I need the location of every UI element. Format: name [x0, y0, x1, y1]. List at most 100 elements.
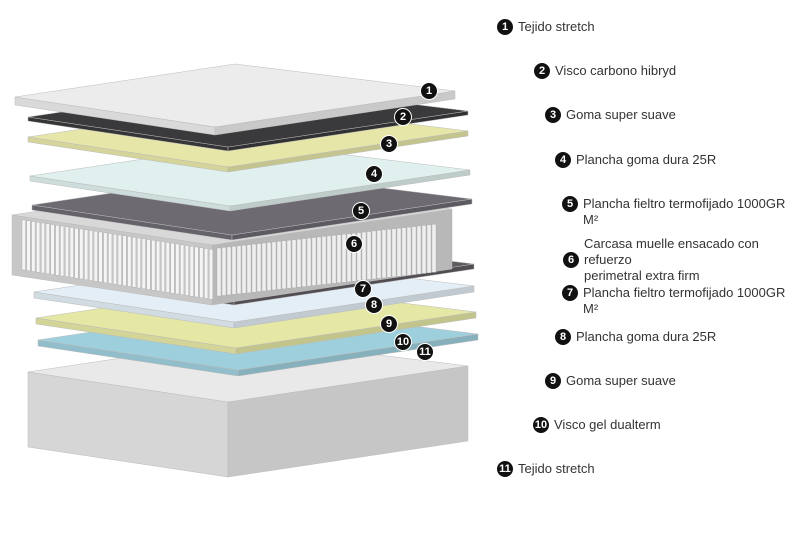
pocket-spring [64, 226, 69, 277]
pocket-spring [170, 243, 175, 294]
pocket-spring [199, 247, 204, 298]
pocket-spring [351, 232, 357, 282]
pocket-spring [246, 244, 252, 293]
legend-number-badge: 7 [562, 285, 578, 301]
pocket-spring [251, 243, 257, 293]
pocket-spring [376, 230, 382, 279]
pocket-spring [281, 240, 287, 290]
legend-number-badge: 9 [545, 373, 561, 389]
pocket-spring [311, 237, 317, 286]
pocket-spring [146, 239, 151, 290]
pocket-spring [60, 225, 65, 277]
pocket-spring [416, 225, 422, 275]
pocket-spring [391, 228, 397, 277]
layer-callout-10: 10 [394, 333, 412, 351]
pocket-spring [261, 242, 267, 292]
legend-label: Plancha fieltro termofijado 1000GR M² [583, 285, 786, 316]
pocket-spring [296, 238, 302, 288]
pocket-spring [326, 235, 332, 285]
legend-number-badge: 5 [562, 196, 578, 212]
pocket-spring [69, 227, 74, 278]
pocket-spring [26, 220, 31, 271]
pocket-spring [112, 234, 117, 285]
pocket-spring [136, 237, 141, 289]
pocket-spring [401, 227, 407, 276]
layer-callout-4: 4 [365, 165, 383, 183]
pocket-spring [216, 247, 222, 297]
layer-callout-9: 9 [380, 315, 398, 333]
pocket-spring [127, 236, 132, 287]
pocket-spring [291, 239, 297, 288]
legend-item-9: 9 Goma super suave [545, 373, 676, 389]
pocket-spring [426, 224, 432, 274]
pocket-spring [160, 241, 165, 292]
pocket-spring [108, 233, 113, 284]
pocket-spring [31, 221, 36, 272]
pocket-spring [88, 230, 93, 281]
pocket-spring [221, 247, 227, 296]
pocket-spring [55, 225, 60, 276]
legend-label: Tejido stretch [518, 461, 595, 476]
legend-item-7: 7 Plancha fieltro termofijado 1000GR M² [562, 285, 800, 317]
pocket-spring [381, 229, 387, 279]
pocket-spring [336, 234, 342, 284]
pocket-spring [421, 225, 427, 274]
legend-label: Goma super suave [566, 373, 676, 388]
pocket-spring [286, 240, 292, 289]
legend-number-badge: 2 [534, 63, 550, 79]
legend-label: Plancha goma dura 25R [576, 329, 717, 344]
legend-number-badge: 3 [545, 107, 561, 123]
pocket-spring [276, 241, 282, 290]
pocket-spring [36, 222, 41, 273]
pocket-spring [84, 229, 89, 280]
legend-number-badge: 8 [555, 329, 571, 345]
pocket-spring [208, 249, 213, 300]
legend-number-badge: 10 [533, 417, 549, 433]
layer-callout-3: 3 [380, 135, 398, 153]
layer-callout-6: 6 [345, 235, 363, 253]
layer-callout-2: 2 [394, 108, 412, 126]
pocket-spring [236, 245, 242, 295]
pocket-spring [321, 236, 327, 285]
pocket-spring [301, 238, 307, 287]
pocket-spring [103, 232, 108, 283]
pocket-spring [189, 246, 194, 297]
pocket-spring [306, 237, 312, 287]
pocket-spring [371, 230, 377, 280]
pocket-spring [184, 245, 189, 296]
pocket-spring [79, 228, 84, 280]
pocket-spring [21, 219, 26, 271]
pocket-spring [366, 231, 372, 280]
legend-label: Carcasa muelle ensacado con refuerzo per… [584, 236, 759, 283]
layer-callout-1: 1 [420, 82, 438, 100]
legend-label: Goma super suave [566, 107, 676, 122]
layer-callout-11: 11 [416, 343, 434, 361]
pocket-spring [411, 226, 417, 275]
pocket-spring [165, 242, 170, 293]
legend-label: Plancha fieltro termofijado 1000GR M² [583, 196, 786, 227]
pocket-spring [156, 240, 161, 292]
pocket-spring [256, 243, 262, 292]
pocket-spring [361, 231, 367, 281]
pocket-spring [241, 245, 247, 294]
pocket-spring [226, 246, 232, 296]
legend-item-2: 2 Visco carbono hibryd [534, 63, 676, 79]
legend-label: Visco carbono hibryd [555, 63, 677, 78]
pocket-spring [93, 231, 98, 282]
pocket-spring [117, 234, 122, 286]
pocket-spring [175, 243, 180, 295]
pocket-spring [341, 234, 347, 283]
pocket-spring [431, 224, 437, 273]
layer-callout-7: 7 [354, 280, 372, 298]
pocket-spring [194, 246, 199, 298]
pocket-spring [204, 248, 209, 299]
pocket-spring [74, 228, 79, 279]
pocket-spring [132, 237, 137, 288]
legend-number-badge: 1 [497, 19, 513, 35]
